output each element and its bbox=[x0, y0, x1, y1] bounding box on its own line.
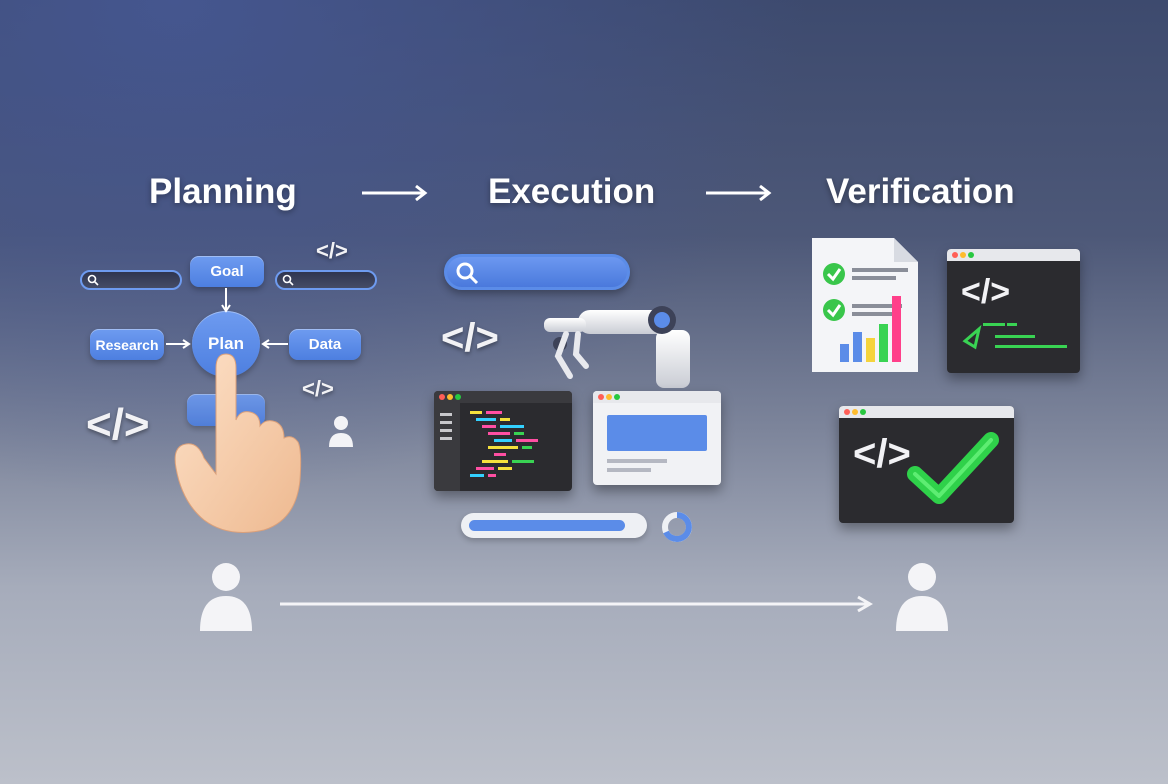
loading-spinner-icon bbox=[662, 512, 692, 542]
plan-node[interactable]: Plan bbox=[192, 311, 260, 377]
window-titlebar bbox=[947, 249, 1080, 261]
code-icon: </> bbox=[302, 376, 334, 401]
search-icon bbox=[456, 262, 479, 285]
goal-node[interactable]: Goal bbox=[190, 256, 264, 287]
window-titlebar bbox=[434, 391, 572, 403]
maximize-dot[interactable] bbox=[860, 409, 866, 415]
data-node[interactable]: Data bbox=[289, 329, 361, 360]
code-icon: </> bbox=[86, 400, 150, 449]
code-icon: </> bbox=[441, 316, 499, 360]
maximize-dot[interactable] bbox=[455, 394, 461, 400]
maximize-dot[interactable] bbox=[614, 394, 620, 400]
checkmark-icon bbox=[907, 432, 999, 504]
person-icon bbox=[329, 416, 353, 447]
code-icon: </> bbox=[853, 432, 911, 476]
planning-search-bar-left[interactable] bbox=[80, 270, 182, 290]
close-dot[interactable] bbox=[952, 252, 958, 258]
execution-search-bar[interactable] bbox=[444, 254, 630, 290]
code-editor-window[interactable] bbox=[434, 391, 572, 491]
person-icon bbox=[200, 563, 252, 631]
window-titlebar bbox=[593, 391, 721, 403]
search-icon bbox=[87, 274, 99, 286]
code-icon: </> bbox=[316, 238, 348, 263]
stage-arrow-2 bbox=[706, 184, 772, 202]
verified-code-window[interactable]: </> bbox=[839, 406, 1014, 523]
planning-connectors bbox=[166, 288, 288, 349]
preview-text-line bbox=[607, 459, 667, 463]
report-document-icon bbox=[812, 238, 918, 372]
preview-hero-block bbox=[607, 415, 707, 451]
planning-search-bar-right[interactable] bbox=[275, 270, 377, 290]
preview-text-line bbox=[607, 468, 651, 472]
code-lines bbox=[434, 403, 538, 491]
pointing-hand-icon bbox=[174, 353, 302, 533]
flow-arrow bbox=[280, 595, 873, 613]
progress-bar bbox=[461, 513, 647, 538]
window-titlebar bbox=[839, 406, 1014, 418]
planning-heading: Planning bbox=[149, 172, 297, 211]
search-icon bbox=[282, 274, 294, 286]
code-icon: </> bbox=[961, 273, 1011, 311]
stage-arrow-1 bbox=[362, 184, 428, 202]
close-dot[interactable] bbox=[844, 409, 850, 415]
close-dot[interactable] bbox=[439, 394, 445, 400]
minimize-dot[interactable] bbox=[960, 252, 966, 258]
robot-arm-icon bbox=[544, 306, 690, 388]
execution-heading: Execution bbox=[488, 172, 656, 211]
progress-fill bbox=[469, 520, 625, 531]
minimize-dot[interactable] bbox=[447, 394, 453, 400]
green-code-lines bbox=[962, 323, 1067, 350]
minimize-dot[interactable] bbox=[606, 394, 612, 400]
maximize-dot[interactable] bbox=[968, 252, 974, 258]
close-dot[interactable] bbox=[598, 394, 604, 400]
verification-code-window[interactable]: </> bbox=[947, 249, 1080, 373]
verification-heading: Verification bbox=[826, 172, 1015, 211]
preview-window[interactable] bbox=[593, 391, 721, 485]
research-node[interactable]: Research bbox=[90, 329, 164, 360]
minimize-dot[interactable] bbox=[852, 409, 858, 415]
person-icon bbox=[896, 563, 948, 631]
